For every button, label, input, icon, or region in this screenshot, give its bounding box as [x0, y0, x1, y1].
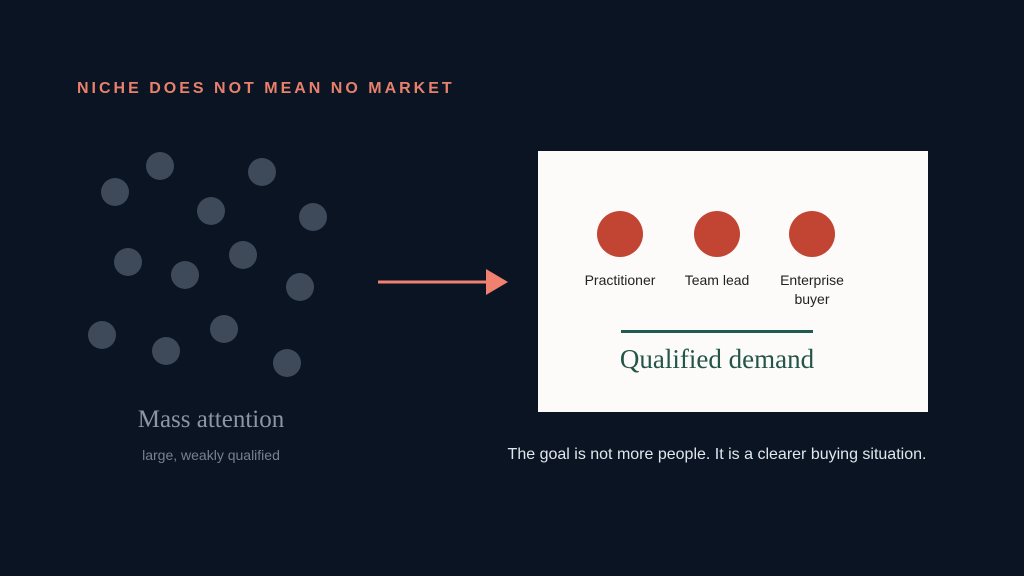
persona-team-lead: Team lead [667, 211, 767, 290]
crowd-dot [273, 349, 301, 377]
crowd-dot [88, 321, 116, 349]
persona-label: Enterprise buyer [780, 272, 844, 307]
persona-practitioner: Practitioner [570, 211, 670, 290]
qualified-demand-title: Qualified demand [619, 344, 815, 374]
qualified-demand-card: Practitioner Team lead Enterprise buyer … [538, 151, 928, 412]
persona-label: Practitioner [584, 272, 656, 288]
persona-label: Team lead [684, 272, 750, 288]
crowd-dot [146, 152, 174, 180]
mass-attention-subtitle: large, weakly qualified [142, 447, 280, 463]
person-icon [597, 211, 643, 257]
slide-kicker: NICHE DOES NOT MEAN NO MARKET [77, 80, 455, 97]
crowd-dot [171, 261, 199, 289]
card-divider [621, 330, 813, 333]
right-arrow-icon [378, 269, 508, 295]
person-icon [694, 211, 740, 257]
crowd-dot [229, 241, 257, 269]
crowd-dot [248, 158, 276, 186]
mass-attention-title: Mass attention [137, 406, 285, 433]
crowd-dot [299, 203, 327, 231]
slide-caption: The goal is not more people. It is a cle… [507, 446, 927, 463]
crowd-dot [101, 178, 129, 206]
crowd-dot [286, 273, 314, 301]
crowd-dot [197, 197, 225, 225]
crowd-dot [152, 337, 180, 365]
crowd-dot [210, 315, 238, 343]
person-icon [789, 211, 835, 257]
crowd-dot [114, 248, 142, 276]
persona-enterprise-buyer: Enterprise buyer [762, 211, 862, 309]
